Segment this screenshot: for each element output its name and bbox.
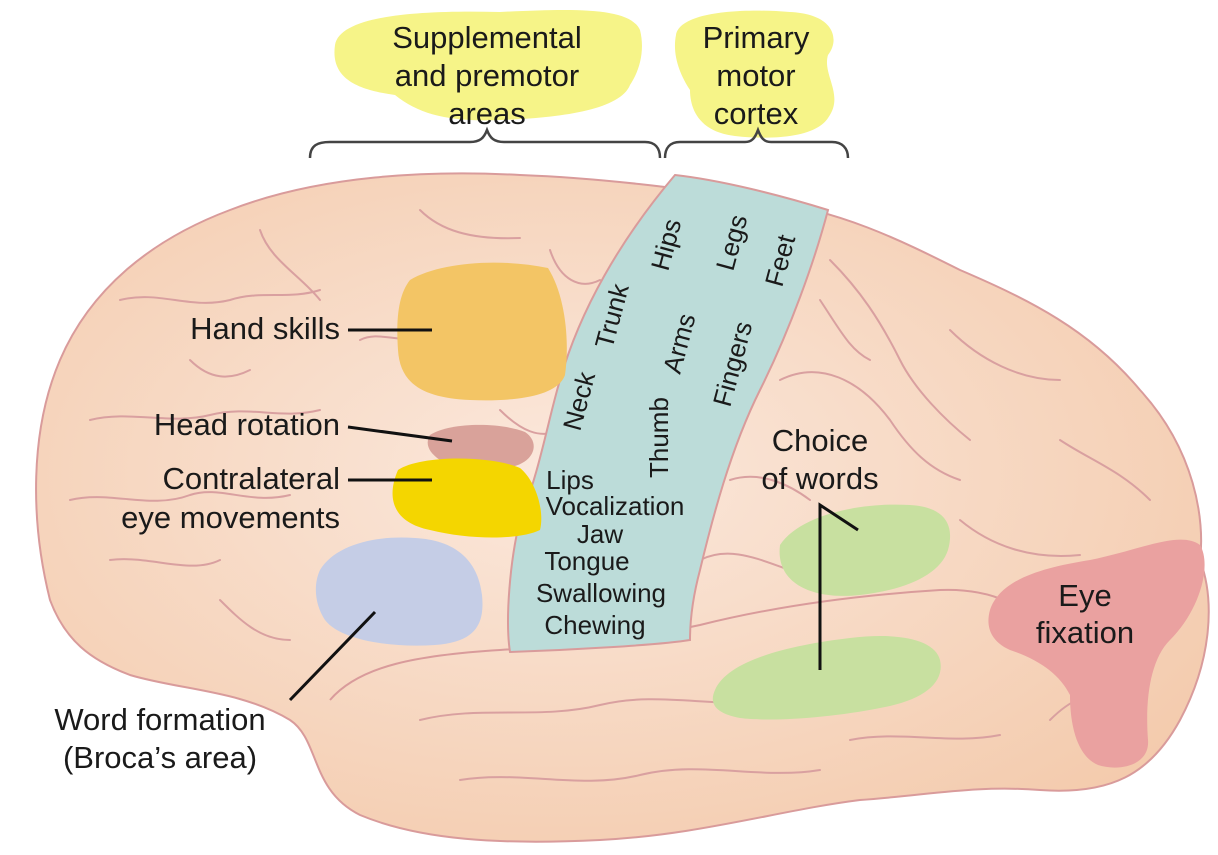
choice-of-words-label-line2: of words (761, 461, 878, 496)
choice-of-words-label-line1: Choice (772, 423, 869, 458)
supplemental-bracket (310, 130, 660, 158)
word-formation-label-line2: (Broca’s area) (63, 740, 257, 775)
supplemental-label-line2: and premotor (395, 58, 579, 93)
head-rotation-label: Head rotation (154, 407, 340, 442)
eye-fixation-label-line2: fixation (1036, 615, 1134, 650)
primary-label-line2: motor (716, 58, 795, 93)
supplemental-label-line1: Supplemental (392, 20, 582, 55)
motor-label-jaw: Jaw (577, 519, 623, 549)
hand-skills-label: Hand skills (190, 311, 340, 346)
contralateral-label-line2: eye movements (121, 500, 340, 535)
eye-fixation-label-line1: Eye (1058, 578, 1111, 613)
primary-bracket (665, 130, 848, 158)
contralateral-label-line1: Contralateral (163, 461, 340, 496)
motor-label-thumb: Thumb (644, 397, 674, 478)
broca-area (316, 537, 483, 645)
primary-label-line1: Primary (703, 20, 810, 55)
motor-label-tongue: Tongue (544, 546, 629, 576)
primary-label-line3: cortex (714, 96, 799, 131)
motor-label-vocalization: Vocalization (546, 491, 685, 521)
supplemental-label-line3: areas (448, 96, 526, 131)
word-formation-label-line1: Word formation (54, 702, 265, 737)
motor-label-swallowing: Swallowing (536, 578, 666, 608)
motor-label-chewing: Chewing (544, 610, 645, 640)
